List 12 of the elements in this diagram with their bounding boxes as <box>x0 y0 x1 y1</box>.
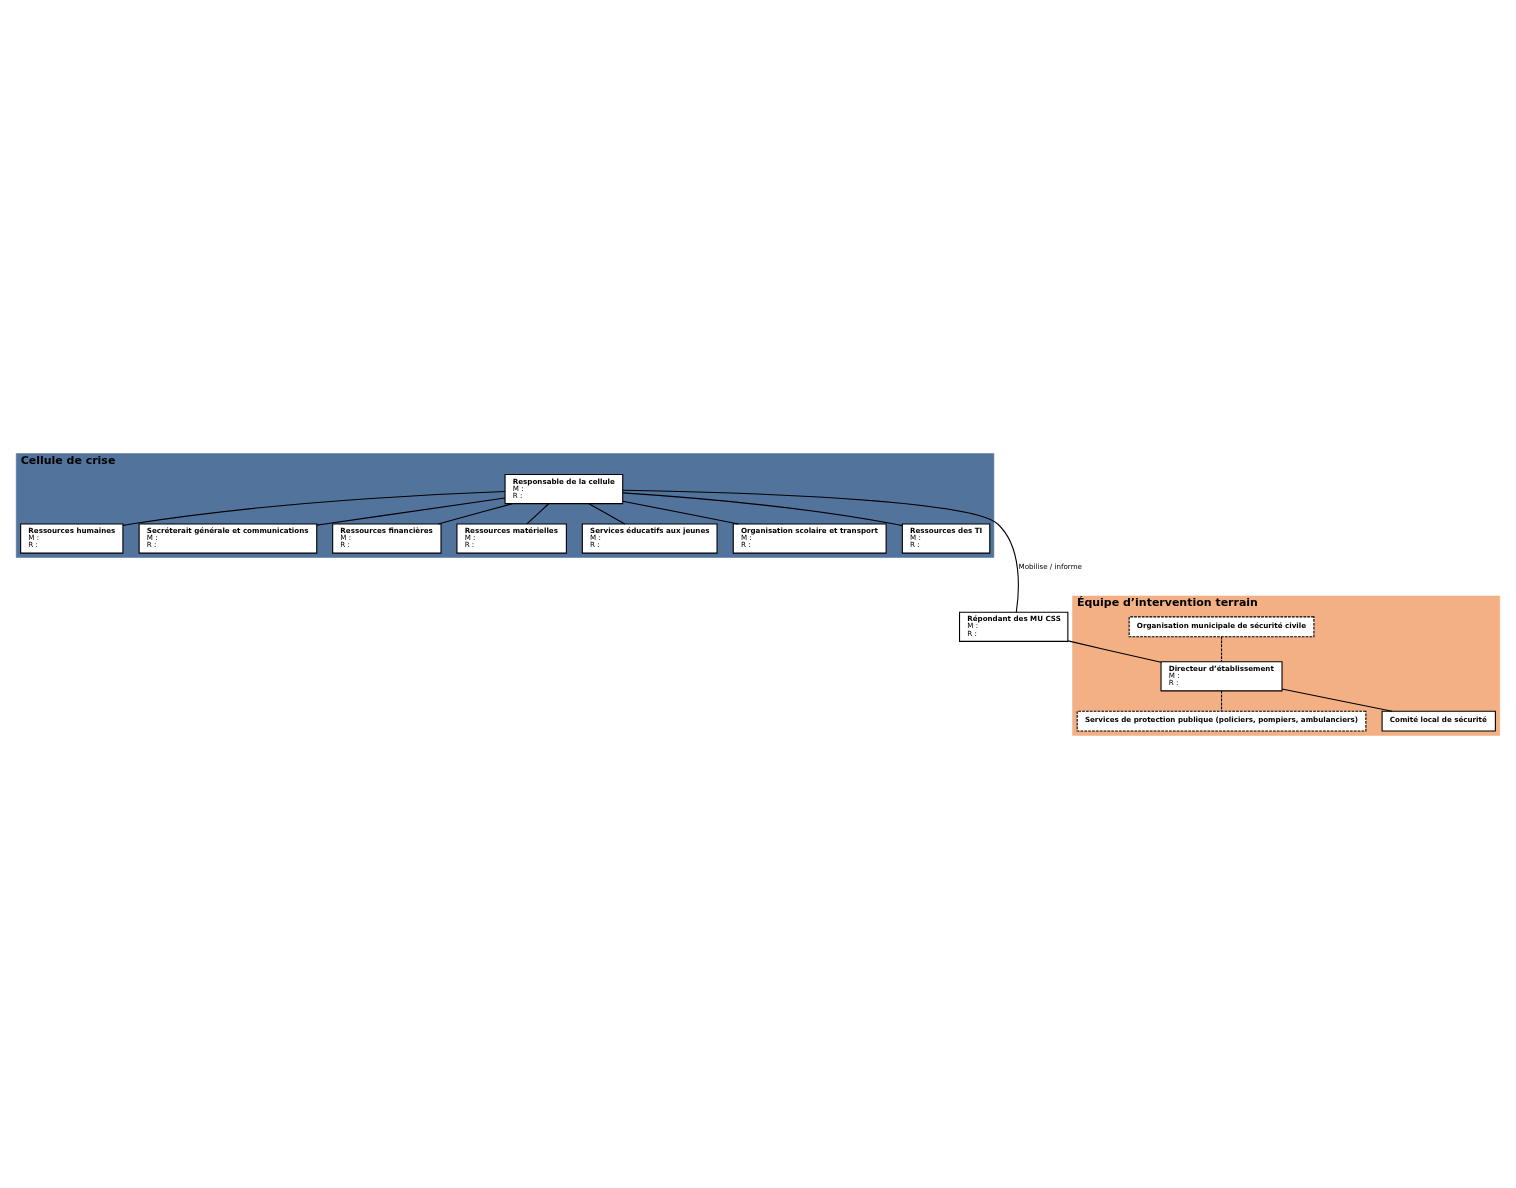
connector <box>1221 635 1223 662</box>
connector <box>588 502 626 524</box>
connector <box>437 502 513 524</box>
connector <box>1067 639 1162 663</box>
connector <box>526 502 550 524</box>
connector <box>1221 689 1223 712</box>
connector <box>122 490 506 526</box>
connector <box>1281 687 1393 712</box>
connector <box>316 497 506 526</box>
connector <box>622 500 739 524</box>
connector <box>622 489 1019 613</box>
connector <box>622 491 903 526</box>
